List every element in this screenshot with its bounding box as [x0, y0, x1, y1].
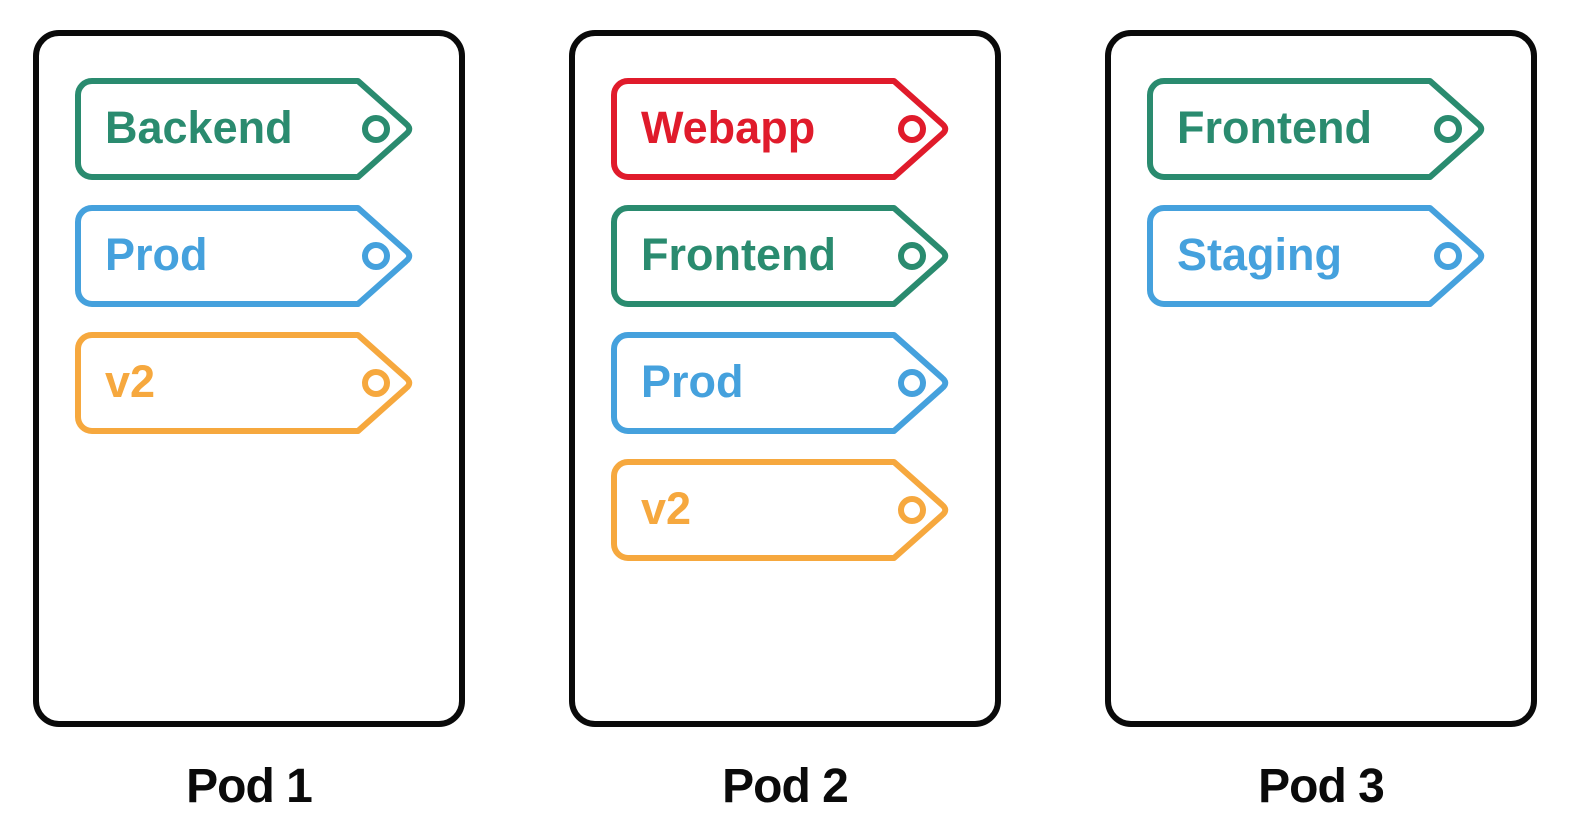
- label-tag-frontend: Frontend: [611, 205, 954, 307]
- tag-hole-icon: [898, 369, 926, 397]
- tag-list: Backend Prod v2: [75, 78, 459, 434]
- label-tag-v2: v2: [75, 332, 418, 434]
- tag-list: Webapp Frontend Prod v2: [611, 78, 995, 561]
- tag-label: Prod: [105, 229, 208, 281]
- tag-shape-icon: [1147, 205, 1485, 307]
- tag-label: Frontend: [641, 229, 836, 281]
- tag-shape-icon: [611, 205, 949, 307]
- pod-label: Pod 2: [722, 760, 849, 813]
- tag-hole-icon: [1434, 242, 1462, 270]
- tag-hole-icon: [898, 115, 926, 143]
- label-tag-prod: Prod: [75, 205, 418, 307]
- tag-shape-icon: [75, 332, 413, 434]
- pod-box: Frontend Staging: [1105, 30, 1537, 727]
- tag-label: Staging: [1177, 229, 1342, 281]
- label-tag-v2: v2: [611, 459, 954, 561]
- tag-shape-icon: [611, 332, 949, 434]
- label-tag-webapp: Webapp: [611, 78, 954, 180]
- tag-shape-icon: [75, 78, 413, 180]
- pod: Frontend Staging Pod 3: [1105, 30, 1537, 832]
- pod: Webapp Frontend Prod v2 Pod 2: [569, 30, 1001, 832]
- tag-hole-icon: [362, 369, 390, 397]
- label-tag-backend: Backend: [75, 78, 418, 180]
- tag-label: v2: [641, 483, 692, 535]
- pod-box: Webapp Frontend Prod v2: [569, 30, 1001, 727]
- pod: Backend Prod v2 Pod 1: [33, 30, 465, 832]
- tag-hole-icon: [362, 115, 390, 143]
- tag-label: Frontend: [1177, 102, 1372, 154]
- pod-label: Pod 1: [186, 760, 313, 813]
- pod-box: Backend Prod v2: [33, 30, 465, 727]
- label-tag-staging: Staging: [1147, 205, 1490, 307]
- tag-hole-icon: [1434, 115, 1462, 143]
- tag-shape-icon: [75, 205, 413, 307]
- label-tag-prod: Prod: [611, 332, 954, 434]
- tag-hole-icon: [898, 242, 926, 270]
- tag-shape-icon: [1147, 78, 1485, 180]
- tag-label: Webapp: [641, 102, 816, 154]
- tag-list: Frontend Staging: [1147, 78, 1531, 307]
- tag-hole-icon: [898, 496, 926, 524]
- tag-shape-icon: [611, 78, 949, 180]
- tag-hole-icon: [362, 242, 390, 270]
- label-tag-frontend: Frontend: [1147, 78, 1490, 180]
- tag-label: v2: [105, 356, 156, 408]
- tag-shape-icon: [611, 459, 949, 561]
- tag-label: Prod: [641, 356, 744, 408]
- pod-label: Pod 3: [1258, 760, 1385, 813]
- tag-label: Backend: [105, 102, 293, 154]
